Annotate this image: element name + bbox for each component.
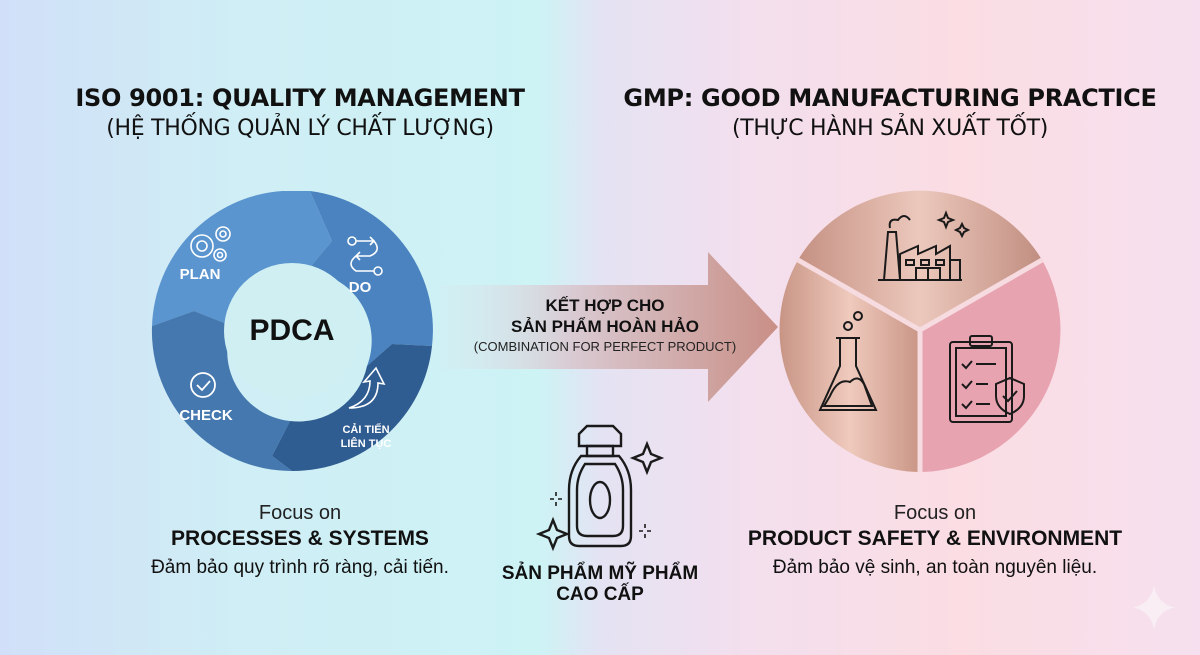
iso-title: ISO 9001: QUALITY MANAGEMENT: [75, 84, 525, 112]
pdca-segment-check: [151, 311, 292, 472]
gmp-focus-desc: Đảm bảo vệ sinh, an toàn nguyên liệu.: [772, 557, 1098, 578]
clipboard-shield-icon: [949, 335, 1025, 423]
gears-icon: [190, 226, 231, 262]
up-arrow-icon: [348, 366, 386, 409]
pdca-segment-do: [307, 191, 433, 366]
plan-label: PLAN: [180, 266, 221, 283]
pdca-segment-plan: [152, 191, 332, 326]
iso-focus-main: PROCESSES & SYSTEMS: [171, 527, 429, 550]
do-label: DO: [349, 279, 372, 296]
gmp-pie: [779, 190, 1061, 472]
improve-label-line1: CẢI TIẾN: [342, 423, 389, 436]
check-label: CHECK: [179, 407, 233, 424]
gmp-title: GMP: GOOD MANUFACTURING PRACTICE: [623, 84, 1157, 112]
gmp-title-block: GMP: GOOD MANUFACTURING PRACTICE (THỰC H…: [600, 84, 1180, 141]
pie-segment-lab: [779, 260, 920, 472]
improve-label-line2: LIÊN TỤC: [341, 437, 392, 450]
product-block: SẢN PHẨM MỸ PHẨM CAO CẤP: [470, 420, 730, 650]
arrow-text: KẾT HỢP CHO SẢN PHẨM HOÀN HẢO (COMBINATI…: [455, 295, 755, 354]
gmp-focus-main: PRODUCT SAFETY & ENVIRONMENT: [747, 527, 1123, 550]
flask-icon: [818, 311, 878, 411]
gmp-subtitle: (THỰC HÀNH SẢN XUẤT TỐT): [731, 116, 1049, 141]
iso-focus-label: Focus on: [258, 502, 342, 524]
combination-arrow: [440, 252, 778, 402]
arrow-line1: KẾT HỢP CHO: [545, 296, 665, 315]
iso-title-block: ISO 9001: QUALITY MANAGEMENT (HỆ THỐNG Q…: [60, 84, 540, 141]
iso-focus: Focus on PROCESSES & SYSTEMS Đảm bảo quy…: [80, 502, 520, 579]
flow-arrows-icon: [347, 236, 383, 276]
pdca-center: [224, 263, 360, 399]
gmp-focus-label: Focus on: [893, 502, 977, 524]
product-name-line1: SẢN PHẨM MỸ PHẨM: [501, 563, 699, 584]
sparkle-icon: [1133, 585, 1175, 630]
gmp-focus: Focus on PRODUCT SAFETY & ENVIRONMENT Đả…: [720, 502, 1150, 579]
check-circle-icon: [190, 372, 216, 398]
iso-subtitle: (HỆ THỐNG QUẢN LÝ CHẤT LƯỢNG): [106, 116, 494, 141]
iso-focus-desc: Đảm bảo quy trình rõ ràng, cải tiến.: [151, 557, 449, 578]
arrow-subtitle: (COMBINATION FOR PERFECT PRODUCT): [473, 339, 737, 354]
pdca-center-label: PDCA: [249, 314, 334, 347]
perfume-bottle-icon: [535, 424, 665, 552]
factory-icon: [878, 210, 971, 281]
product-name-line2: CAO CẤP: [556, 584, 644, 605]
arrow-line2: SẢN PHẨM HOÀN HẢO: [511, 317, 699, 336]
pdca-cycle: PLAN DO CHECK CẢI TIẾN LIÊN TỤC PDCA: [142, 186, 442, 476]
pie-segment-safety: [920, 260, 1061, 472]
